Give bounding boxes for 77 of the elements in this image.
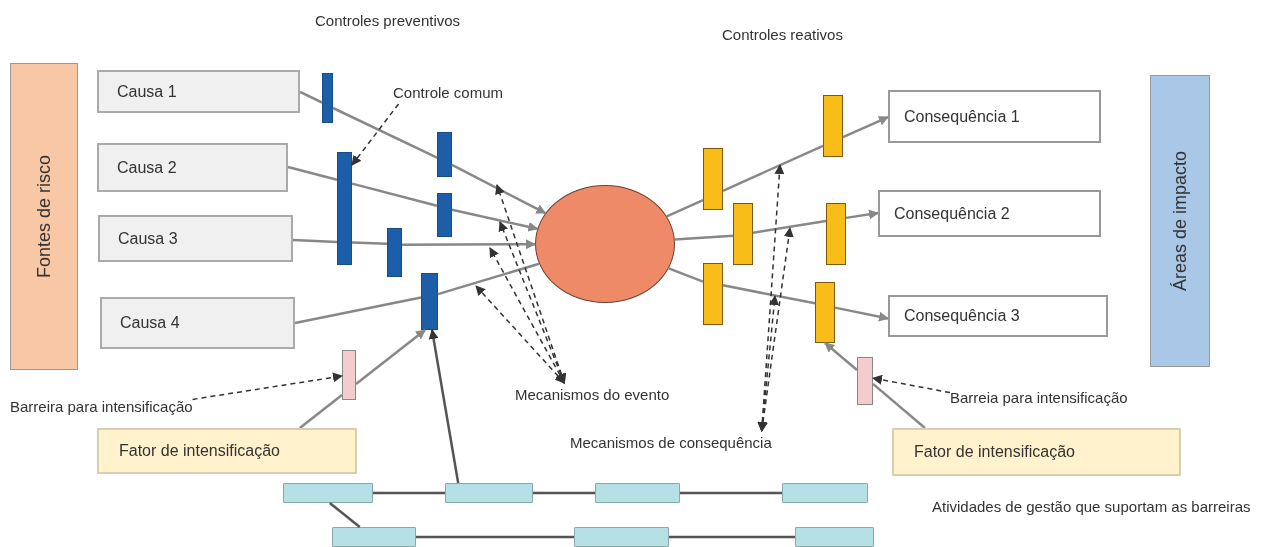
arrow	[842, 115, 889, 139]
barrier-bar	[342, 350, 356, 400]
barrier-bar	[733, 203, 753, 265]
arrow	[355, 329, 426, 385]
group-heading: Controles preventivos	[315, 11, 462, 31]
connector-line	[299, 394, 343, 429]
connector-line	[674, 234, 734, 241]
barrier-bar	[703, 148, 723, 210]
group-heading: Controles reativos	[722, 25, 844, 45]
arrow	[451, 163, 547, 215]
annotation-text: Barreira para intensificação	[10, 395, 193, 417]
risk-source-band: Fontes de risco	[10, 63, 78, 370]
connector-line	[332, 106, 438, 159]
arrow	[402, 239, 536, 250]
dashed-arrow	[351, 103, 400, 166]
barrier-bar	[815, 282, 835, 343]
annotation-text: Barreia para intensificação	[950, 386, 1128, 408]
consequence-box: Consequência 2	[878, 190, 1101, 237]
activity-box	[595, 483, 680, 503]
barrier-bar	[857, 357, 873, 405]
activity-box	[795, 527, 874, 547]
barrier-bar	[437, 193, 452, 237]
connector-line	[299, 90, 323, 104]
connector-line	[666, 198, 704, 218]
cause-box: Causa 4	[100, 297, 295, 349]
cause-box: Causa 1	[97, 70, 300, 113]
connector-line	[437, 262, 540, 296]
connector-line	[533, 491, 595, 495]
connector-line	[752, 219, 827, 234]
activity-box	[782, 483, 868, 503]
connector-line	[329, 502, 361, 528]
activity-box	[574, 527, 669, 547]
impact-area-band: Áreas de impacto	[1150, 75, 1210, 367]
connector-line	[416, 535, 574, 539]
connector-line	[722, 284, 816, 305]
connector-line	[287, 165, 338, 181]
dashed-arrow	[872, 374, 951, 394]
barrier-bar	[322, 73, 333, 123]
connector-line	[722, 144, 824, 192]
connector-line	[373, 491, 445, 495]
cause-box: Causa 3	[98, 215, 293, 262]
connector-line	[680, 491, 782, 495]
activity-box	[332, 527, 416, 547]
arrow	[824, 342, 858, 371]
barrier-bar	[421, 273, 438, 330]
barrier-bar	[337, 152, 352, 265]
arrow	[845, 209, 879, 220]
consequence-box: Consequência 3	[888, 295, 1108, 337]
consequence-box: Consequência 1	[888, 90, 1101, 143]
connector-line	[294, 296, 422, 325]
barrier-bar	[826, 203, 846, 265]
dashed-arrow	[191, 372, 343, 401]
connector-line	[351, 182, 438, 207]
activity-box	[445, 483, 533, 503]
connector-line	[292, 238, 338, 244]
annotation-text: Mecanismos de consequência	[570, 431, 772, 453]
arrow	[834, 306, 889, 322]
barrier-bar	[437, 132, 452, 177]
escalation-factor-box: Fator de intensificação	[892, 428, 1181, 476]
barrier-bar	[823, 95, 843, 157]
connector-line	[351, 241, 388, 245]
arrow	[428, 329, 460, 484]
annotation-text: Controle comum	[393, 80, 504, 104]
note-text: Atividades de gestão que suportam as barreiras	[932, 497, 1252, 517]
arrow	[451, 208, 539, 232]
dashed-arrow	[475, 285, 566, 384]
connector-line	[668, 267, 704, 283]
cause-box: Causa 2	[97, 143, 288, 192]
dashed-arrow	[757, 295, 780, 432]
dashed-arrow	[489, 247, 566, 384]
annotation-text: Mecanismos do evento	[515, 383, 670, 405]
connector-line	[669, 535, 795, 539]
activity-box	[283, 483, 373, 503]
connector-line	[872, 382, 926, 429]
barrier-bar	[387, 228, 402, 277]
barrier-bar	[703, 263, 723, 325]
escalation-factor-box: Fator de intensificação	[97, 428, 357, 474]
